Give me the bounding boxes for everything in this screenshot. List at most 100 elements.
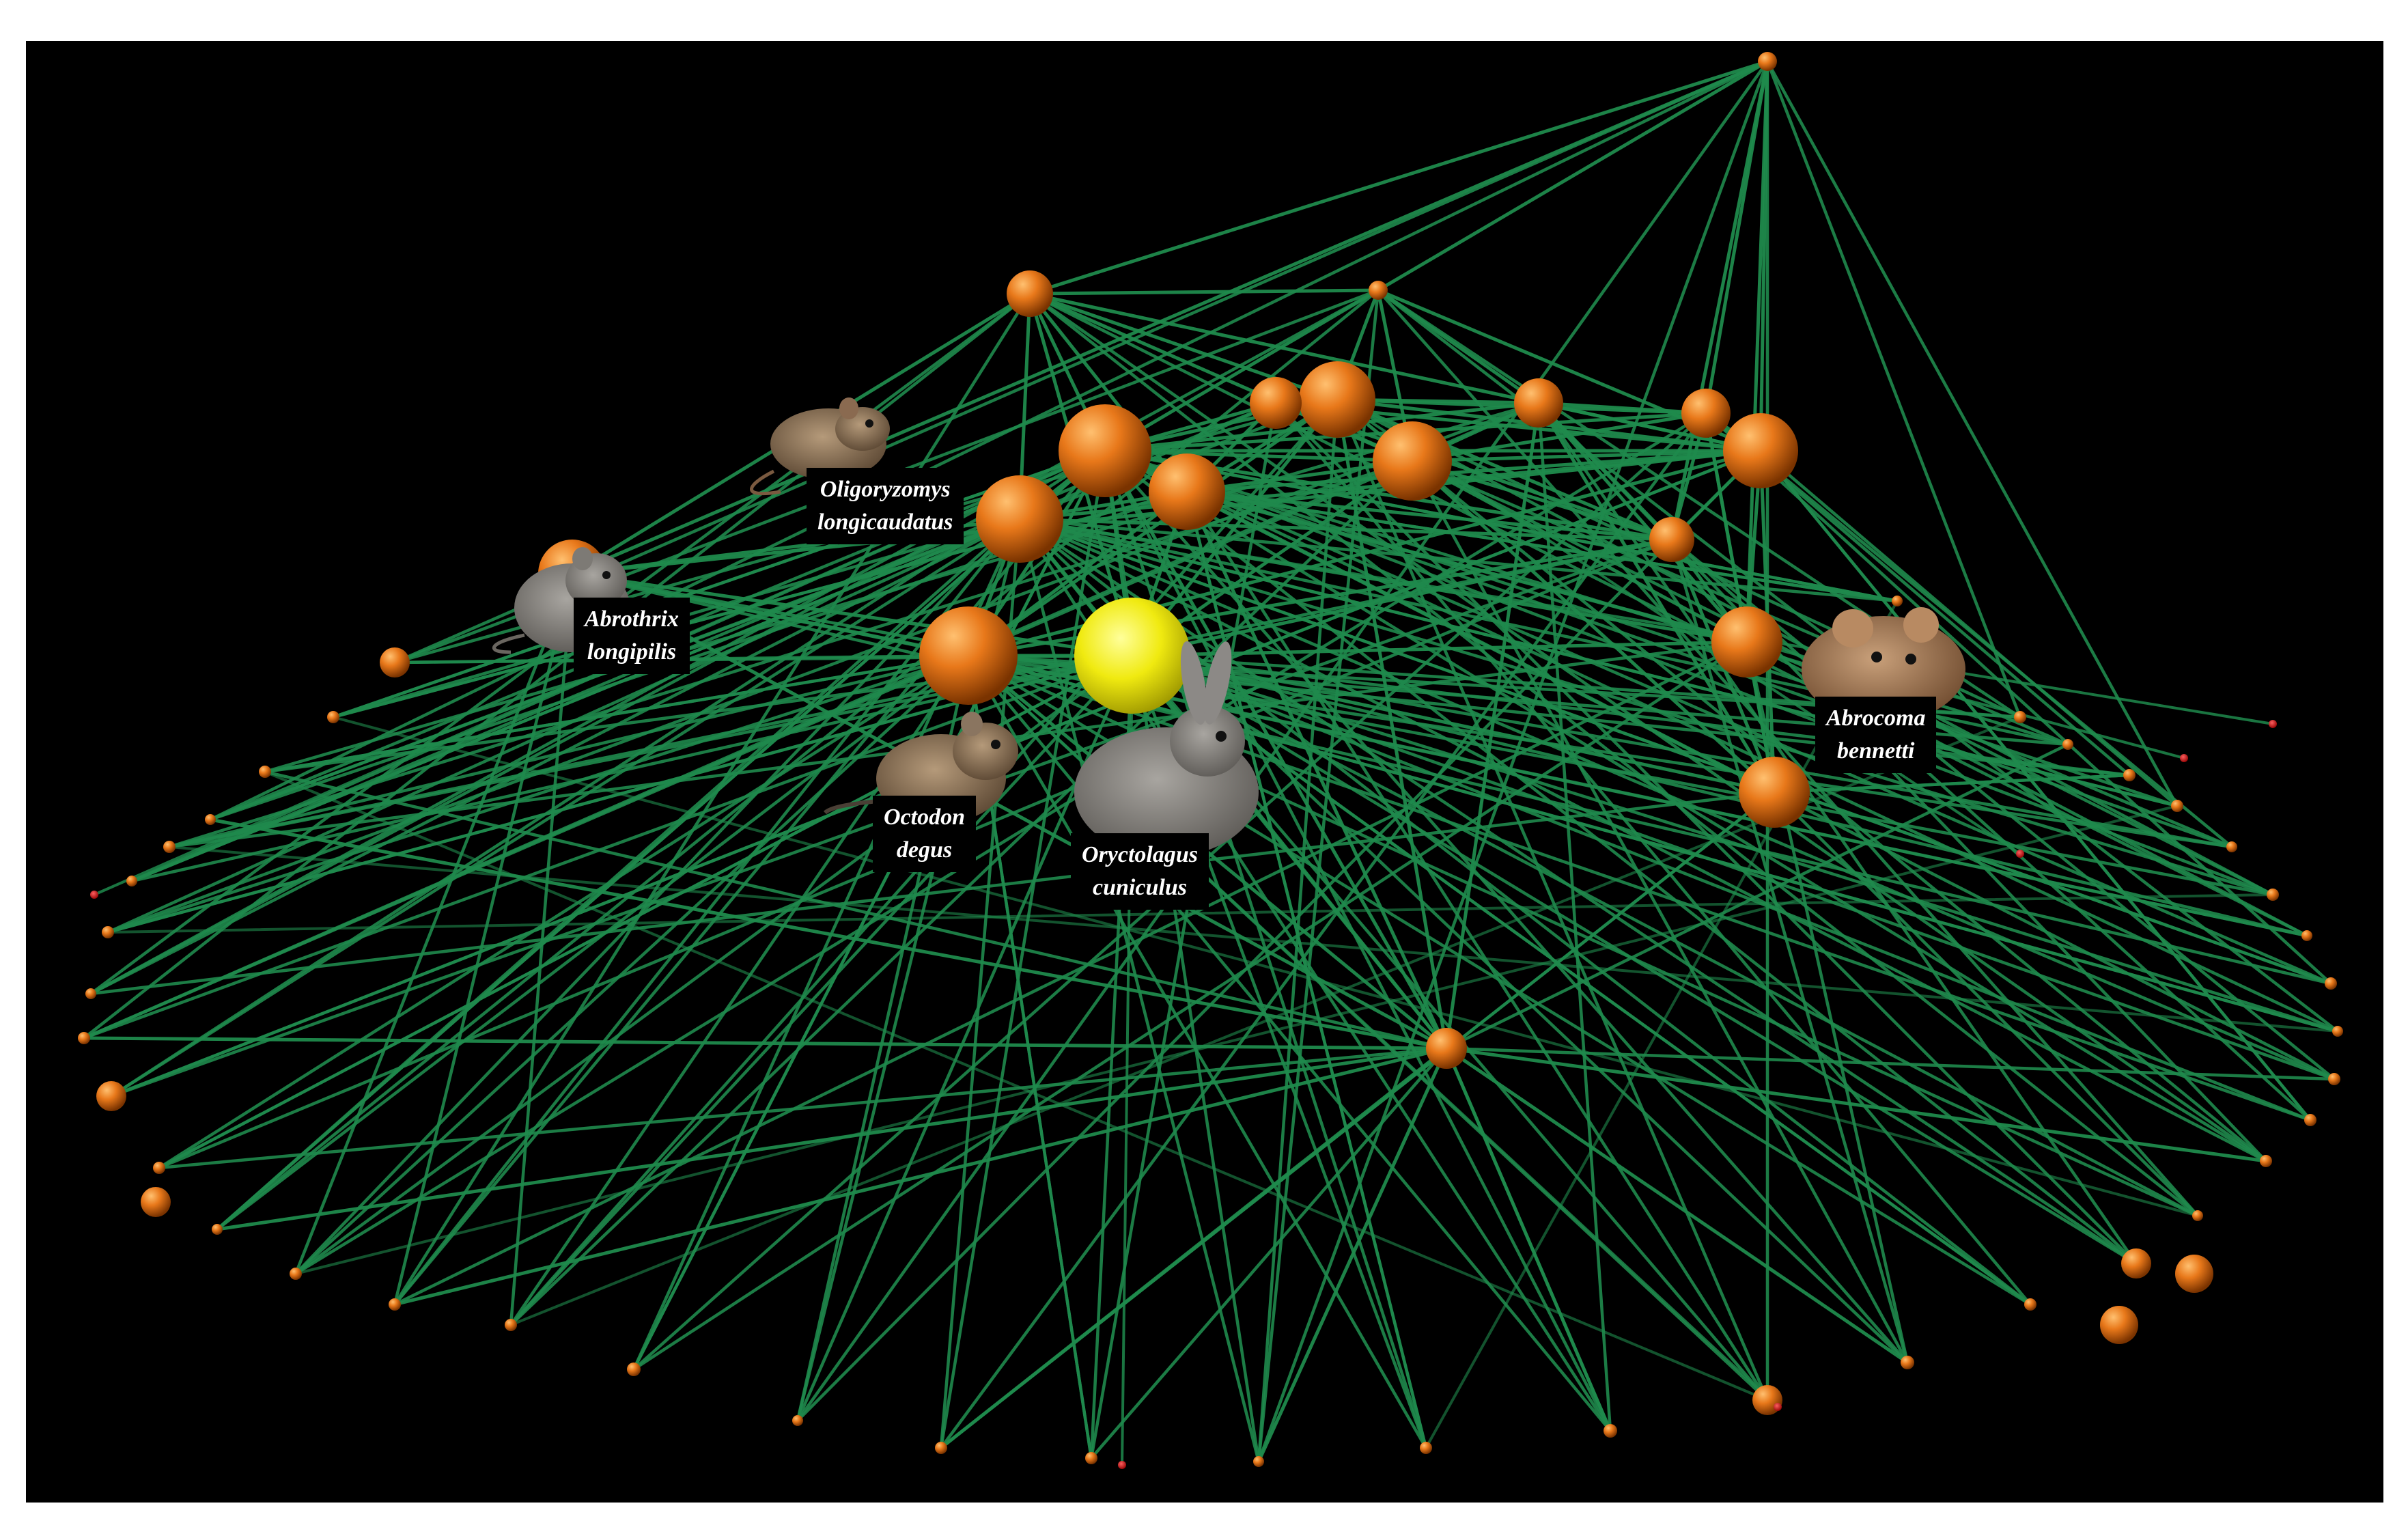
network-edge — [1772, 790, 2200, 1218]
oryctolagus-photo-icon — [1074, 641, 1259, 857]
network-edge — [294, 654, 970, 1276]
network-edge — [294, 572, 574, 1276]
network-edge — [1537, 401, 1763, 453]
network-node — [1892, 596, 1903, 606]
species-genus: Oryctolagus — [1082, 842, 1198, 867]
network-node — [1253, 1456, 1264, 1467]
network-edge — [509, 572, 574, 1327]
network-edge — [157, 654, 970, 1170]
network-hub-node — [1649, 517, 1694, 562]
network-node — [2121, 1248, 2151, 1279]
network-edge — [1759, 449, 2312, 1122]
network-edge — [1130, 654, 2336, 1081]
network-edge — [215, 517, 1022, 1231]
network-hub-node — [1299, 361, 1375, 438]
oligoryzomys-photo-icon — [750, 397, 890, 496]
network-edge — [1185, 490, 1448, 1050]
network-node — [2301, 930, 2312, 941]
network-edge — [1772, 773, 2131, 794]
network-edge — [332, 716, 2199, 1217]
abrocoma-photo-icon — [1802, 607, 1965, 723]
network-node — [205, 814, 216, 825]
network-hub-node — [1711, 606, 1782, 677]
network-edge — [1018, 517, 2275, 897]
network-edge — [294, 517, 1022, 1276]
network-edge — [1028, 288, 1380, 296]
network-edge — [1704, 411, 2333, 986]
network-graph — [78, 52, 2343, 1469]
network-node — [1604, 1424, 1617, 1438]
network-node — [102, 926, 114, 938]
network-node — [2024, 1298, 2036, 1311]
network-edge — [1765, 59, 2022, 719]
network-edge — [570, 572, 2275, 897]
species-genus: Abrothrix — [585, 606, 679, 632]
network-edge — [294, 411, 1708, 1276]
network-node — [163, 841, 176, 853]
network-edge — [1185, 490, 1899, 603]
species-label-oligoryzomys: Oligoryzomys longicaudatus — [807, 468, 964, 544]
network-edge — [1444, 742, 2070, 1050]
network-edge — [393, 292, 1032, 1307]
network-node — [792, 1415, 803, 1426]
network-edge — [89, 790, 1776, 996]
network-edge — [107, 893, 2274, 934]
network-node — [2175, 1255, 2213, 1293]
network-node — [153, 1162, 165, 1174]
network-node — [380, 647, 410, 677]
network-edge — [632, 449, 1107, 1371]
network-edge — [1257, 1046, 1448, 1464]
network-node — [1420, 1442, 1432, 1454]
network-edge — [1018, 517, 2336, 1081]
central-hub-node — [1074, 598, 1190, 714]
network-hub-node — [1758, 52, 1777, 71]
network-node — [2332, 1026, 2343, 1037]
network-edge — [393, 572, 574, 1307]
network-node — [2260, 1155, 2272, 1167]
species-genus: Oligoryzomys — [820, 477, 951, 502]
network-edge — [1410, 459, 2268, 1163]
network-node — [96, 1081, 126, 1111]
network-edge — [215, 288, 1380, 1231]
network-hub-node — [1250, 377, 1302, 429]
network-edge — [570, 59, 1769, 576]
network-node — [2267, 889, 2279, 901]
network-node — [2100, 1306, 2138, 1344]
network-edge — [89, 288, 1380, 996]
network-node — [141, 1187, 171, 1217]
network-node — [290, 1268, 302, 1280]
network-node — [78, 1032, 90, 1044]
network-node — [2325, 977, 2337, 990]
network-edge — [208, 59, 1769, 822]
network-edge — [1537, 401, 2138, 1266]
species-genus: Abrocoma — [1826, 705, 1926, 731]
network-hub-node — [1373, 421, 1452, 501]
network-edge — [264, 770, 1769, 1401]
network-edge — [1444, 1046, 2268, 1163]
network-edge — [157, 1046, 1448, 1170]
network-node — [2226, 841, 2237, 852]
network-edge — [1028, 292, 2309, 938]
network-hub-node — [1739, 757, 1810, 828]
network-edge — [106, 654, 970, 934]
species-epithet: longipilis — [587, 639, 677, 665]
network-node-red — [2180, 754, 2188, 762]
network-node — [1901, 1356, 1914, 1369]
network-node — [935, 1442, 947, 1454]
network-edge — [570, 572, 1448, 1050]
network-node — [259, 766, 271, 778]
network-edge — [208, 818, 1448, 1050]
network-edge — [966, 654, 1428, 1450]
network-edge — [1537, 401, 1708, 415]
network-node — [327, 711, 339, 723]
network-edge — [1376, 288, 2200, 1218]
network-edge — [1185, 490, 1769, 1402]
network-node — [627, 1363, 641, 1376]
species-epithet: longicaudatus — [817, 509, 953, 535]
network-edge — [1410, 459, 1909, 1365]
network-hub-node — [1007, 270, 1053, 317]
network-node — [2328, 1073, 2340, 1085]
network-edge — [1444, 1046, 1909, 1365]
network-node-red — [90, 891, 98, 899]
network-edge — [1336, 398, 2021, 855]
